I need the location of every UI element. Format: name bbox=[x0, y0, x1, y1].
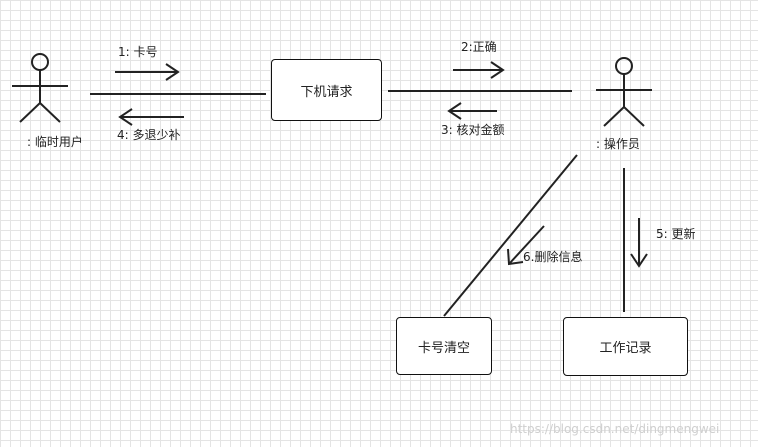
card-clear-box: 卡号清空 bbox=[396, 317, 492, 375]
arrow-m5-icon bbox=[630, 218, 648, 268]
link-operator-cardclear bbox=[443, 154, 578, 317]
operator-actor-icon bbox=[596, 57, 652, 127]
arrow-m4-icon bbox=[118, 108, 184, 126]
request-box-label: 下机请求 bbox=[300, 84, 353, 100]
message-6-label: 6.删除信息 bbox=[523, 250, 583, 264]
arrow-m3-icon bbox=[447, 102, 497, 120]
arrow-m1-icon bbox=[115, 63, 180, 81]
card-clear-box-label: 卡号清空 bbox=[417, 340, 470, 356]
watermark: https://blog.csdn.net/dingmengwei bbox=[510, 422, 720, 436]
arrow-m2-icon bbox=[453, 61, 505, 79]
work-record-box: 工作记录 bbox=[563, 317, 688, 376]
temp-user-actor-icon bbox=[12, 53, 68, 123]
message-4-label: 4: 多退少补 bbox=[117, 128, 181, 142]
operator-actor-label: : 操作员 bbox=[596, 137, 640, 151]
message-5-label: 5: 更新 bbox=[656, 227, 696, 241]
message-3-label: 3: 核对金额 bbox=[441, 123, 505, 137]
message-1-label: 1: 卡号 bbox=[118, 45, 158, 59]
temp-user-actor-label: : 临时用户 bbox=[27, 135, 83, 149]
work-record-box-label: 工作记录 bbox=[599, 341, 652, 356]
arrow-m6-icon bbox=[507, 225, 545, 266]
request-box: 下机请求 bbox=[271, 59, 382, 121]
message-2-label: 2:正确 bbox=[461, 40, 497, 54]
